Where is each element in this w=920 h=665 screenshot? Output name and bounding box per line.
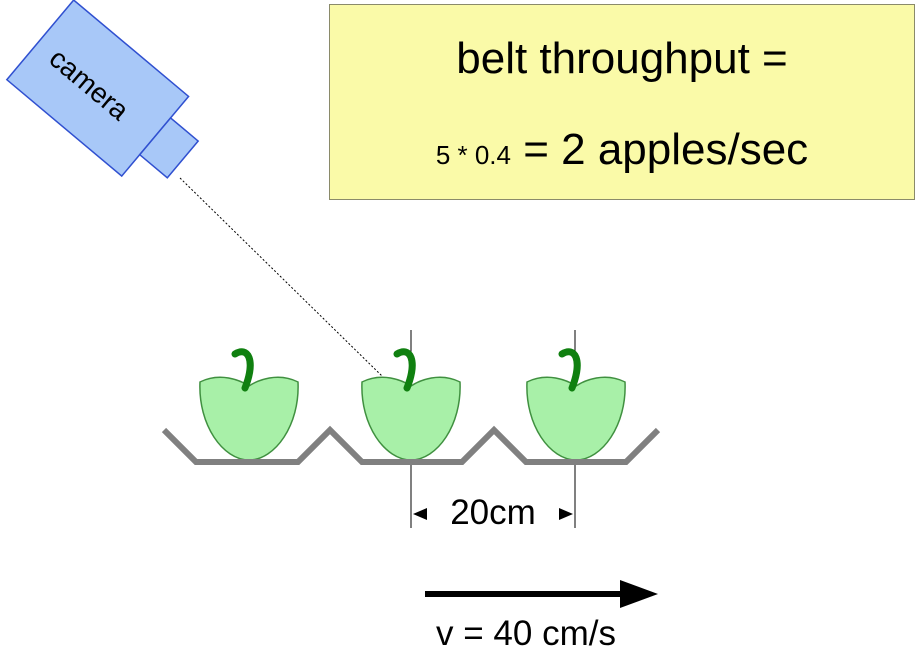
spacing-label: 20cm xyxy=(450,493,536,532)
throughput-result: = 2 apples/sec xyxy=(510,125,809,174)
throughput-title: belt throughput = xyxy=(456,34,788,83)
spacing-arrow-right xyxy=(559,508,573,520)
velocity-label: v = 40 cm/s xyxy=(436,614,616,653)
apple-3 xyxy=(526,348,626,461)
apple-1 xyxy=(199,348,299,461)
conveyor-belt xyxy=(161,425,661,465)
throughput-expression: 5 * 0.4 xyxy=(435,140,511,170)
apple-2 xyxy=(361,348,461,461)
camera-sight-line xyxy=(179,177,383,377)
camera-icon: camera xyxy=(5,0,200,179)
camera-lens xyxy=(138,116,200,179)
throughput-equation: 5 * 0.4 = 2 apples/sec xyxy=(330,128,914,172)
spacing-arrow-left xyxy=(413,508,427,520)
velocity-arrow-head xyxy=(620,580,658,608)
throughput-box: belt throughput = 5 * 0.4 = 2 apples/sec xyxy=(329,4,915,200)
